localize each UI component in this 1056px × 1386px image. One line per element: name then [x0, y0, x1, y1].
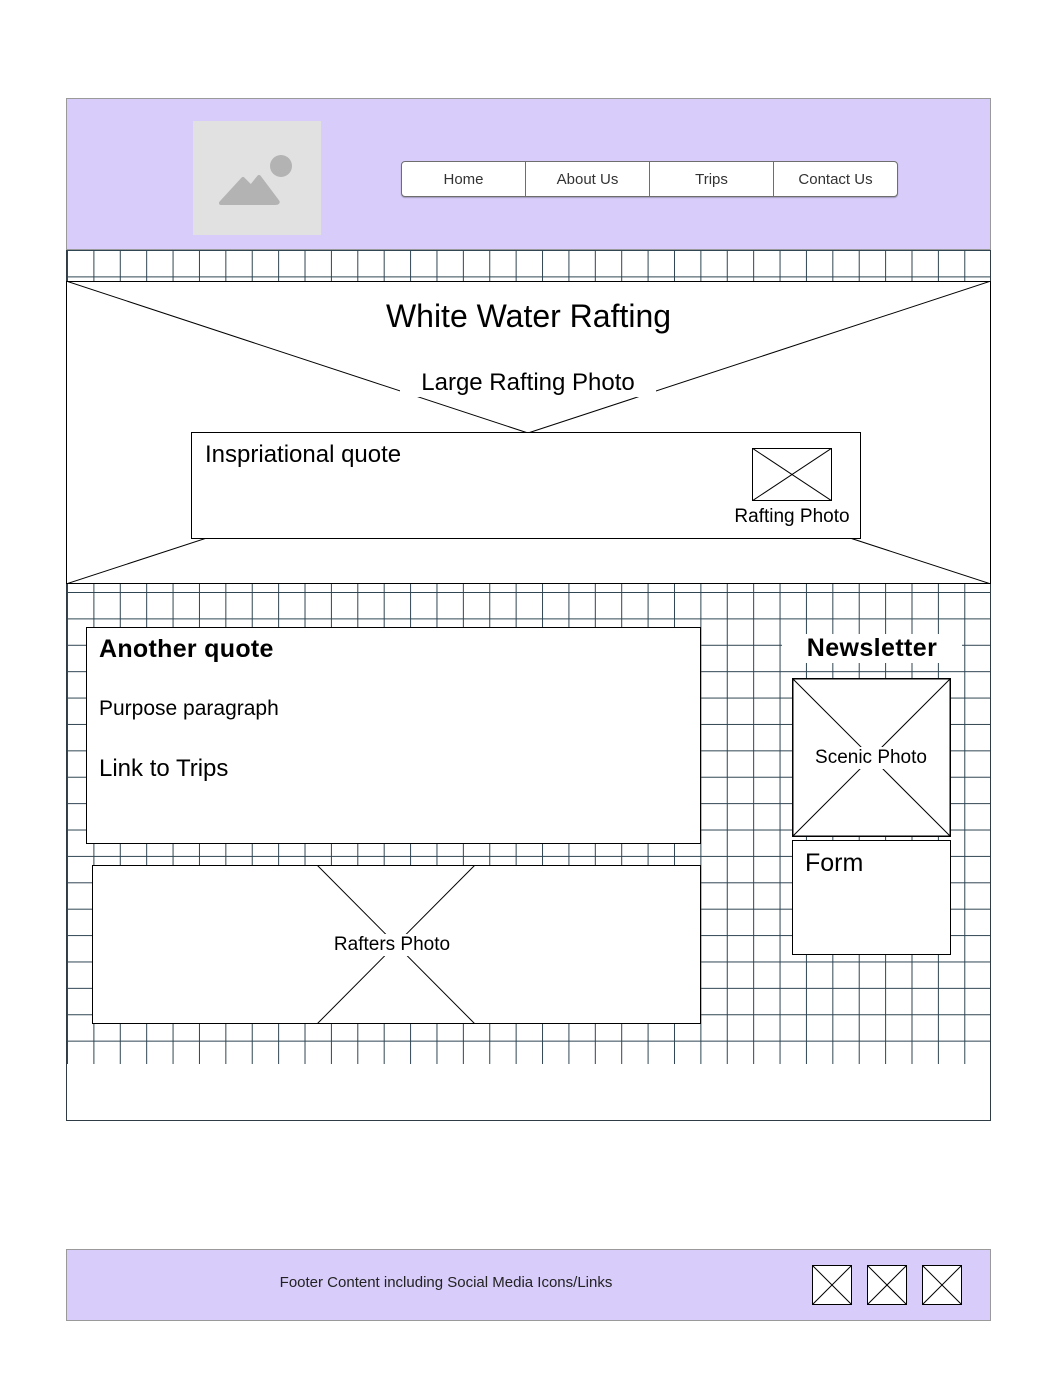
purpose-paragraph: Purpose paragraph — [99, 697, 279, 720]
rafting-photo-caption: Rafting Photo — [734, 506, 850, 527]
main-nav: Home About Us Trips Contact Us — [401, 161, 898, 197]
footer-text: Footer Content including Social Media Ic… — [279, 1274, 613, 1291]
logo[interactable] — [193, 121, 321, 235]
nav-contact-us[interactable]: Contact Us — [798, 170, 873, 188]
image-placeholder-icon — [219, 155, 292, 205]
inspirational-quote: Inspriational quote — [205, 441, 402, 468]
inspirational-quote-box — [191, 432, 861, 539]
hero-photo-caption: Large Rafting Photo — [400, 369, 656, 397]
social-media-icon[interactable] — [812, 1265, 852, 1305]
newsletter-heading: Newsletter — [782, 634, 962, 663]
another-quote-heading: Another quote — [99, 635, 274, 663]
link-to-trips[interactable]: Link to Trips — [99, 755, 229, 782]
social-media-icon[interactable] — [922, 1265, 962, 1305]
rafters-photo-caption: Rafters Photo — [326, 934, 458, 956]
nav-about-us[interactable]: About Us — [526, 162, 650, 196]
nav-trips[interactable]: Trips — [650, 162, 774, 196]
rafting-photo-placeholder — [752, 448, 832, 501]
newsletter-form[interactable] — [792, 840, 951, 955]
content-box — [86, 627, 701, 844]
scenic-photo-caption: Scenic Photo — [805, 747, 937, 769]
social-media-icon[interactable] — [867, 1265, 907, 1305]
form-label: Form — [805, 849, 864, 877]
layout-grid-top — [67, 250, 990, 281]
page-title: White Water Rafting — [385, 298, 672, 334]
nav-home[interactable]: Home — [402, 162, 526, 196]
